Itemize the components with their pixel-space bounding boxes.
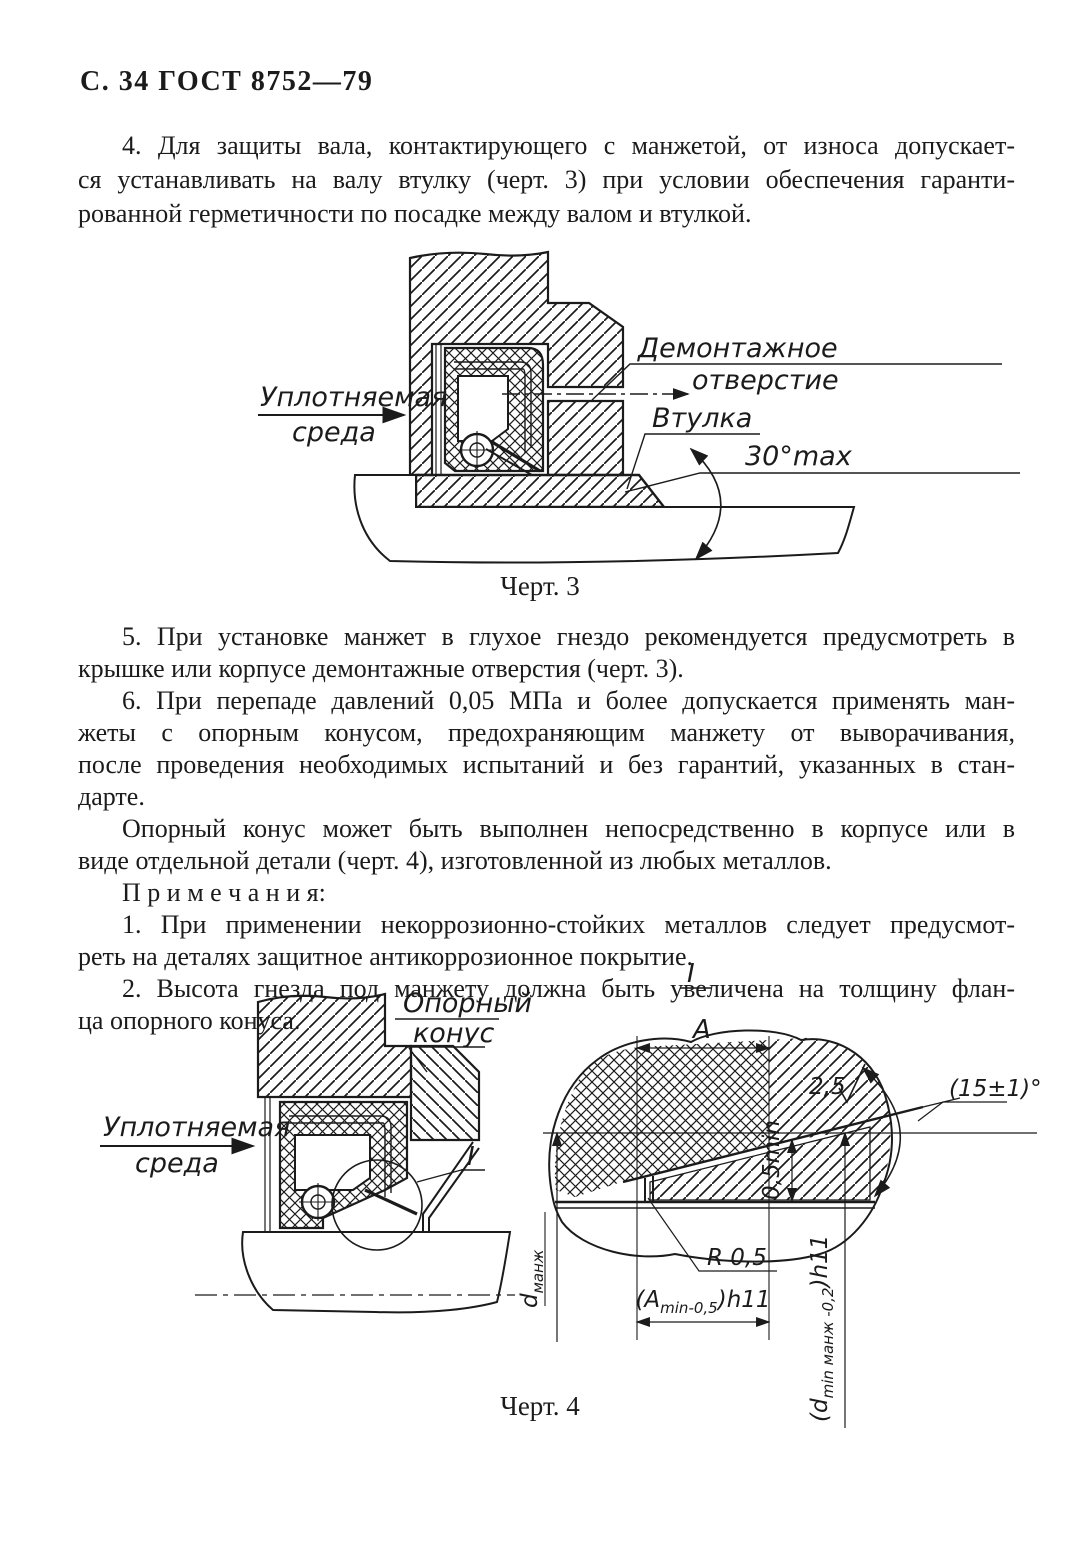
- radius-label: R 0,5: [707, 1245, 767, 1271]
- angle-arc: [689, 447, 722, 561]
- medium-label-1: Уплотняемая: [260, 382, 447, 413]
- demontage-label-2: отверстие: [692, 365, 839, 396]
- notes-header: П р и м е ч а н и я:: [122, 878, 326, 907]
- page-header: С. 34 ГОСТ 8752—79: [80, 66, 374, 97]
- housing-section: [256, 992, 413, 1099]
- text-line: после проведения необходимых испытаний и…: [78, 750, 1015, 779]
- medium-label-2: среда: [292, 417, 376, 448]
- demontage-leader: [591, 363, 1002, 401]
- detail-seal-section: [554, 1040, 769, 1197]
- angle-leader: [624, 472, 1020, 493]
- figure-3-caption: Черт. 3: [500, 571, 580, 601]
- extension-lines: [636, 1036, 770, 1340]
- roughness-check-icon: [838, 1063, 866, 1104]
- figure-4-caption: Черт. 4: [500, 1391, 580, 1421]
- dmanzh-label: dманж: [517, 1249, 547, 1308]
- detail-title: I: [687, 959, 695, 989]
- seal-lip: [491, 440, 541, 473]
- text-line: крышке или корпусе демонтажные отверстия…: [78, 654, 684, 683]
- seal-lip: [364, 1188, 418, 1216]
- cone-label-1: Опорный: [403, 988, 532, 1019]
- medium-label-2: среда: [135, 1148, 219, 1179]
- text-line: 4. Для защиты вала, контактирующего с ма…: [122, 131, 1015, 160]
- cone-leader: [405, 1046, 485, 1073]
- shaft-body: [241, 1231, 512, 1314]
- housing-section: [408, 250, 625, 477]
- lower-text-block: 5. При установке манжет в глухое гнездо …: [78, 621, 1015, 1037]
- radius-leader: [647, 1197, 777, 1272]
- dim-A-label: A: [691, 1015, 711, 1045]
- support-cone-piece: [409, 1044, 481, 1142]
- detail-housing-right: [769, 1037, 891, 1200]
- seal-lip2: [485, 448, 533, 476]
- sleeve-label: Втулка: [652, 403, 752, 434]
- detail-circle: [331, 1159, 423, 1251]
- angle-leader: [917, 1101, 1007, 1122]
- gap-dim-label: 0,5min: [759, 1120, 785, 1200]
- seal-case-lines: [454, 361, 532, 453]
- text-line: жеты с опорным конусом, предохраняющим м…: [78, 718, 1015, 747]
- sleeve-leader: [626, 433, 760, 490]
- text-line: 6. При перепаде давлений 0,05 МПа и боле…: [122, 686, 1015, 715]
- text-line: 5. При установке манжет в глухое гнездо …: [122, 622, 1015, 651]
- figure-3-drawing: Уплотняемая среда Демонтажное отверстие …: [258, 250, 1020, 564]
- figure-4-drawing: I Опорный конус Уплотняемая среда I: [100, 959, 1042, 1428]
- detail-leader: [416, 1168, 466, 1183]
- cone-sheet: [422, 1141, 480, 1232]
- demontage-label-1: Демонтажное: [637, 333, 838, 364]
- seal-pocket: [294, 1134, 371, 1191]
- text-line: реть на деталях защитное антикоррозионно…: [78, 942, 693, 971]
- seal-case-lines: [289, 1115, 392, 1197]
- text-line: виде отдельной детали (черт. 4), изготов…: [78, 846, 832, 875]
- spring-crosshair: [299, 1183, 337, 1221]
- housing-section-lower: [546, 399, 625, 477]
- seal-pocket: [457, 375, 509, 442]
- text-line: Опорный конус может быть выполнен непоср…: [122, 814, 1015, 843]
- dim-bottom-label: (Amin-0,5)h11: [635, 1287, 770, 1317]
- medium-label-1: Уплотняемая: [103, 1112, 290, 1143]
- roughness-label: 2,5: [809, 1074, 846, 1100]
- gap-lines: [435, 344, 442, 475]
- cone-label-2: конус: [413, 1018, 494, 1049]
- angle-arc: [861, 1066, 902, 1198]
- cone-bend: [644, 1176, 654, 1202]
- detail-ref-label: I: [467, 1142, 475, 1172]
- dmin-label: (dmin манж -0,2)h11: [807, 1235, 837, 1422]
- shaft-body: [353, 474, 856, 564]
- text-line: 1. При применении некоррозионно-стойких …: [122, 910, 1015, 939]
- text-line: рованной герметичности по посадке между …: [78, 199, 752, 228]
- angle-label: 30°max: [745, 441, 853, 472]
- angle-label: (15±1)°: [949, 1076, 1042, 1102]
- text-line: дарте.: [78, 782, 145, 811]
- gap-lines: [264, 1097, 271, 1232]
- paragraph-4: 4. Для защиты вала, контактирующего с ма…: [78, 129, 1015, 231]
- text-line: ся устанавливать на валу втулку (черт. 3…: [78, 165, 1015, 194]
